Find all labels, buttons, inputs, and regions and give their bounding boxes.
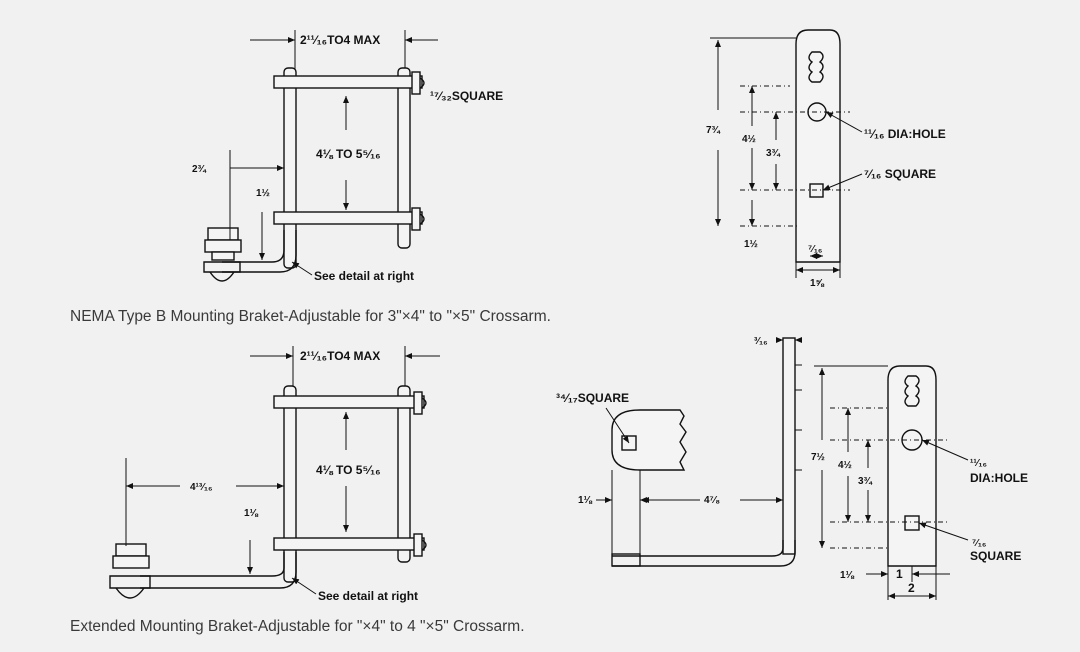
fig2-detail-square-size-label: ⁷⁄₁₆ (972, 538, 986, 549)
fig2-detail-square-label: SQUARE (970, 549, 1021, 563)
fig1-top-width-label: 2¹¹⁄₁₆TO4 MAX (300, 33, 380, 47)
fig1-square-label: ¹⁷⁄₃₂SQUARE (430, 89, 503, 103)
fig2-detail-overall-label: 7½ (811, 452, 825, 463)
fig1-bottom-offset-label: 1½ (256, 188, 270, 199)
fig2-detail-hole-size-label: ¹¹⁄₁₆ (970, 458, 987, 469)
fig2-detail-upper-label: 4½ (838, 460, 852, 471)
fig1-detail-square-label: ⁷⁄₁₆ SQUARE (864, 167, 936, 181)
fig1-detail-hole-label: ¹¹⁄₁₆ DIA:HOLE (864, 127, 946, 141)
fig1-left-offset-label: 2¾ (192, 164, 207, 175)
fig2-side-top-thick-label: ³⁄₁₆ (754, 336, 768, 347)
fig1-caption: NEMA Type B Mounting Braket-Adjustable f… (70, 308, 551, 325)
fig2-note-label: See detail at right (318, 589, 418, 603)
fig2-detail-hole-label: DIA:HOLE (970, 471, 1028, 485)
fig1-height-range-label: 4⅛ TO 5⁵⁄₁₆ (316, 147, 381, 161)
fig1-bracket-drawing (203, 30, 438, 282)
fig2-bottom-offset-label: 1⅛ (244, 508, 259, 519)
fig1-note-label: See detail at right (314, 269, 414, 283)
fig1-detail-inner-width-label: ⁷⁄₁₆ (808, 244, 822, 255)
fig1-detail-width-label: 1⅝ (810, 278, 825, 289)
fig2-detail-mid-label: 3¾ (858, 476, 873, 487)
fig2-height-range-label: 4⅛ TO 5⁵⁄₁₆ (316, 463, 381, 477)
fig2-side-left-width-label: 1⅛ (578, 495, 593, 506)
fig2-detail-width1-label: 1 (896, 567, 903, 581)
fig2-caption: Extended Mounting Braket-Adjustable for … (70, 618, 525, 635)
fig1-detail-mid-label: 3¾ (766, 148, 781, 159)
fig2-side-span-label: 4⁷⁄₈ (704, 495, 720, 506)
fig2-left-offset-label: 4¹³⁄₁₆ (190, 482, 213, 493)
fig2-top-width-label: 2¹¹⁄₁₆TO4 MAX (300, 349, 380, 363)
fig1-detail-bottom-label: 1½ (744, 239, 758, 250)
fig2-detail-width2-label: 2 (908, 581, 915, 595)
fig2-detail-drawing (814, 365, 969, 600)
fig1-detail-overall-label: 7¾ (706, 125, 721, 136)
fig2-side-square-label: ³⁴⁄₁₇SQUARE (556, 391, 629, 405)
fig2-detail-left-width-label: 1⅛ (840, 570, 855, 581)
fig2-bracket-drawing (109, 346, 440, 599)
fig1-detail-upper-label: 4½ (742, 134, 756, 145)
fig1-detail-drawing (710, 29, 863, 278)
fig2-side-view-drawing (596, 337, 802, 567)
